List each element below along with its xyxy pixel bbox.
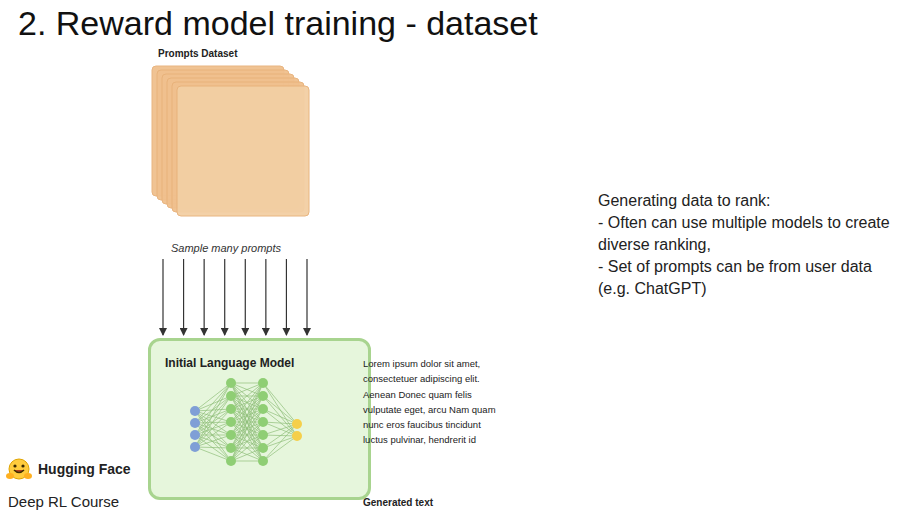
brand-name: Hugging Face [38, 461, 131, 477]
edge-label: Sample many prompts [169, 242, 283, 254]
generated-text-label: Generated text [363, 497, 433, 508]
generated-text-sample: Lorem ipsum dolor sit amet, consectetuer… [363, 356, 501, 448]
prompt-arrows [163, 259, 307, 335]
slide-title: 2. Reward model training - dataset [18, 4, 538, 43]
dataset-label: Prompts Dataset [158, 48, 318, 59]
note-item: - Often can use multiple models to creat… [598, 212, 898, 256]
model-title: Initial Language Model [165, 356, 368, 370]
note-item: - Set of prompts can be from user data (… [598, 256, 898, 300]
note-heading: Generating data to rank: [598, 190, 898, 212]
prompt-stack-illustration [150, 48, 318, 220]
model-box: Initial Language Model [148, 338, 371, 500]
course-name: Deep RL Course [8, 493, 119, 510]
hugging-face-emoji [6, 458, 32, 482]
dataset-stack: Prompts Dataset [150, 48, 318, 220]
